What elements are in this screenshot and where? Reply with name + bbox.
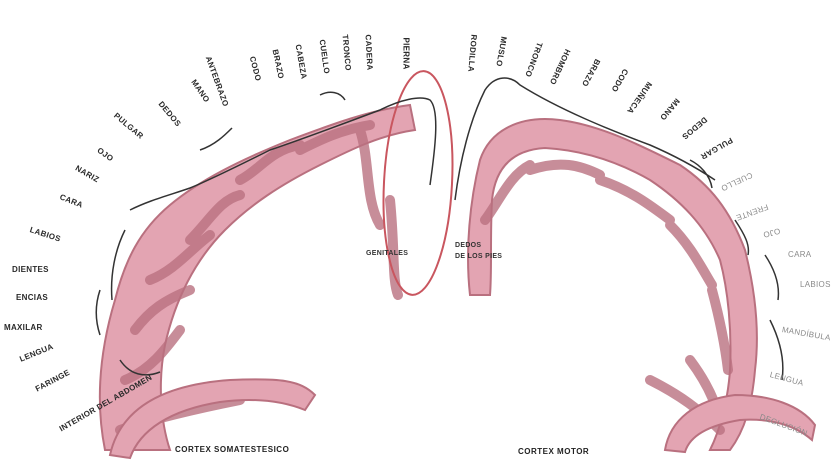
label-maxilar: MAXILAR: [4, 323, 43, 332]
label-dedos-pies-1: DEDOS: [455, 242, 481, 249]
label-dedos-pies-2: DE LOS PIES: [455, 253, 502, 260]
label-cadera: CADERA: [364, 34, 375, 70]
caption-motor: CORTEX MOTOR: [518, 447, 589, 456]
highlight-ellipse: [378, 69, 458, 296]
label-pierna: PIERNA: [402, 38, 411, 70]
label-dientes: DIENTES: [12, 265, 49, 274]
caption-sensory: CORTEX SOMATESTESICO: [175, 445, 289, 454]
label-cara-motor: CARA: [788, 250, 811, 259]
label-labios-motor: LABIOS: [800, 280, 831, 289]
label-genitales: GENITALES: [366, 250, 408, 257]
label-encias: ENCIAS: [16, 293, 48, 302]
